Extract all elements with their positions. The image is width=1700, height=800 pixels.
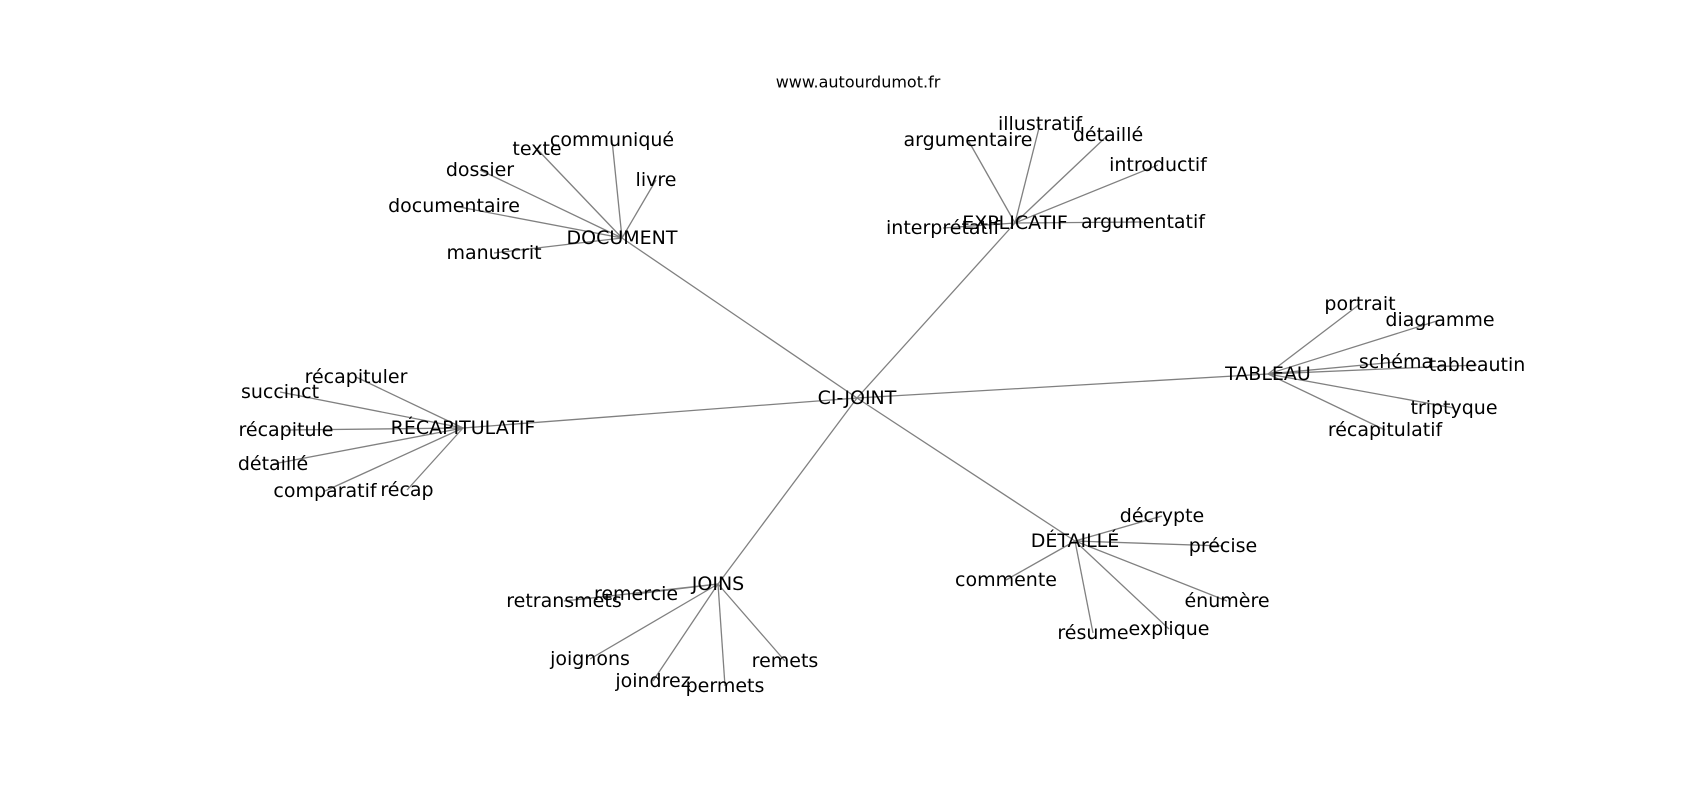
leaf-node-label: portrait: [1324, 293, 1395, 315]
edge-center-to-cluster: [717, 397, 858, 585]
edge-cluster-to-leaf: [717, 583, 786, 662]
leaf-node-label: récap: [380, 479, 433, 501]
edge-cluster-to-leaf: [1267, 373, 1455, 409]
edge-center-to-cluster: [856, 397, 1076, 542]
leaf-node-label: diagramme: [1385, 309, 1494, 331]
leaf-node-label: comparatif: [273, 480, 377, 502]
edge-center-to-cluster: [462, 397, 858, 429]
leaf-node-label: joignons: [549, 648, 630, 670]
leaf-node-label: tableautin: [1429, 354, 1526, 376]
edge-cluster-to-leaf: [279, 391, 464, 429]
edge-cluster-to-leaf: [1267, 364, 1478, 375]
center-node-label: CI-JOINT: [818, 387, 897, 409]
leaf-node-label: argumentaire: [904, 129, 1033, 151]
graph-edges: [272, 123, 1478, 687]
leaf-node-label: succinct: [241, 381, 319, 403]
leaf-node-label: joindrez: [614, 670, 690, 692]
edge-cluster-to-leaf: [1074, 540, 1170, 630]
edge-cluster-to-leaf: [1074, 540, 1224, 547]
cluster-node-label: JOINS: [691, 573, 744, 595]
leaf-node-label: illustratif: [998, 113, 1083, 135]
edge-cluster-to-leaf: [1267, 361, 1397, 375]
edge-cluster-to-leaf: [493, 237, 623, 254]
edge-cluster-to-leaf: [1014, 221, 1144, 224]
edge-cluster-to-leaf: [652, 583, 719, 682]
edge-cluster-to-leaf: [453, 205, 623, 239]
edge-cluster-to-leaf: [406, 427, 464, 491]
edge-cluster-to-leaf: [324, 427, 464, 492]
edge-cluster-to-leaf: [1005, 540, 1076, 581]
leaf-node-label: texte: [512, 138, 561, 160]
cluster-node-label: TABLEAU: [1224, 363, 1311, 385]
leaf-node-label: triptyque: [1410, 397, 1497, 419]
leaf-node-label: retransmets: [506, 590, 621, 612]
edge-cluster-to-leaf: [1074, 515, 1163, 542]
edge-cluster-to-leaf: [1014, 134, 1109, 224]
edge-cluster-to-leaf: [589, 583, 719, 660]
edge-cluster-to-leaf: [1014, 164, 1159, 224]
leaf-node-label: interprétatif: [886, 217, 1001, 239]
site-url: www.autourdumot.fr: [776, 73, 941, 92]
edge-cluster-to-leaf: [479, 169, 623, 239]
edge-cluster-to-leaf: [942, 222, 1016, 229]
leaf-node-label: récapitulatif: [1328, 419, 1444, 441]
leaf-node-label: livre: [636, 169, 677, 191]
edge-cluster-to-leaf: [285, 427, 464, 431]
leaf-node-label: documentaire: [388, 195, 520, 217]
leaf-node-label: précise: [1189, 535, 1257, 557]
leaf-node-label: communiqué: [550, 129, 674, 151]
leaf-node-label: introductif: [1109, 154, 1208, 176]
edge-cluster-to-leaf: [272, 427, 464, 465]
leaf-node-label: récapituler: [305, 366, 408, 388]
edge-center-to-cluster: [856, 373, 1269, 399]
edge-cluster-to-leaf: [1267, 303, 1361, 375]
cluster-node-label: DÉTAILLÉ: [1031, 529, 1120, 552]
leaf-node-label: remercie: [594, 583, 678, 605]
cluster-node-label: RÉCAPITULATIF: [391, 416, 536, 439]
edge-cluster-to-leaf: [967, 139, 1016, 224]
edge-cluster-to-leaf: [355, 376, 464, 429]
leaf-node-label: récapitule: [239, 419, 334, 441]
edge-cluster-to-leaf: [1267, 373, 1386, 431]
edge-cluster-to-leaf: [563, 583, 719, 602]
leaf-node-label: résume: [1057, 622, 1128, 644]
edge-cluster-to-leaf: [1074, 540, 1228, 602]
edge-cluster-to-leaf: [1074, 540, 1094, 634]
cluster-node-label: EXPLICATIF: [962, 212, 1068, 234]
edge-cluster-to-leaf: [1014, 123, 1041, 224]
leaf-node-label: énumère: [1184, 590, 1269, 612]
leaf-node-label: explique: [1128, 618, 1209, 640]
edge-cluster-to-leaf: [717, 583, 726, 687]
leaf-node-label: détaillé: [1073, 124, 1143, 146]
edge-cluster-to-leaf: [621, 179, 657, 239]
leaf-node-label: commente: [955, 569, 1057, 591]
edge-center-to-cluster: [621, 237, 858, 399]
leaf-node-label: manuscrit: [446, 242, 541, 264]
edge-cluster-to-leaf: [1267, 319, 1441, 375]
leaf-node-label: détaillé: [238, 453, 308, 475]
leaf-node-label: décrypte: [1120, 505, 1204, 527]
leaf-node-label: remets: [752, 650, 819, 672]
leaf-node-label: permets: [686, 675, 765, 697]
edge-center-to-cluster: [856, 222, 1016, 399]
edge-cluster-to-leaf: [611, 139, 623, 239]
leaf-node-label: dossier: [446, 159, 514, 181]
cluster-node-label: DOCUMENT: [567, 227, 678, 249]
leaf-node-label: argumentatif: [1081, 211, 1206, 233]
edge-cluster-to-leaf: [536, 148, 623, 239]
leaf-node-label: schéma: [1359, 351, 1433, 373]
